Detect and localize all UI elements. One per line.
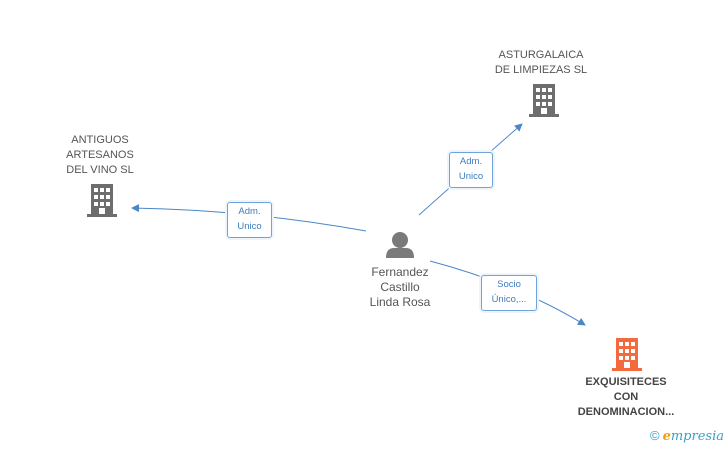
building-icon-exquisiteces[interactable] xyxy=(612,338,642,371)
empresia-logo: ©empresia xyxy=(649,428,724,444)
copyright-symbol: © xyxy=(649,428,660,443)
person-label[interactable]: Fernandez Castillo Linda Rosa xyxy=(369,265,431,309)
edge-label-antiguos: Adm. Unico xyxy=(227,202,272,238)
edge-label-exquisiteces: Socio Único,... xyxy=(481,275,537,311)
building-icon-antiguos[interactable] xyxy=(87,184,117,217)
company-label-antiguos[interactable]: ANTIGUOS ARTESANOS DEL VINO SL xyxy=(66,134,134,176)
edge-label-asturgalaica: Adm. Unico xyxy=(449,152,493,188)
company-label-asturgalaica[interactable]: ASTURGALAICA DE LIMPIEZAS SL xyxy=(494,49,588,76)
person-icon[interactable] xyxy=(386,232,414,258)
building-icon-asturgalaica[interactable] xyxy=(529,84,559,117)
company-label-exquisiteces[interactable]: EXQUISITECES CON DENOMINACION... xyxy=(577,376,675,418)
